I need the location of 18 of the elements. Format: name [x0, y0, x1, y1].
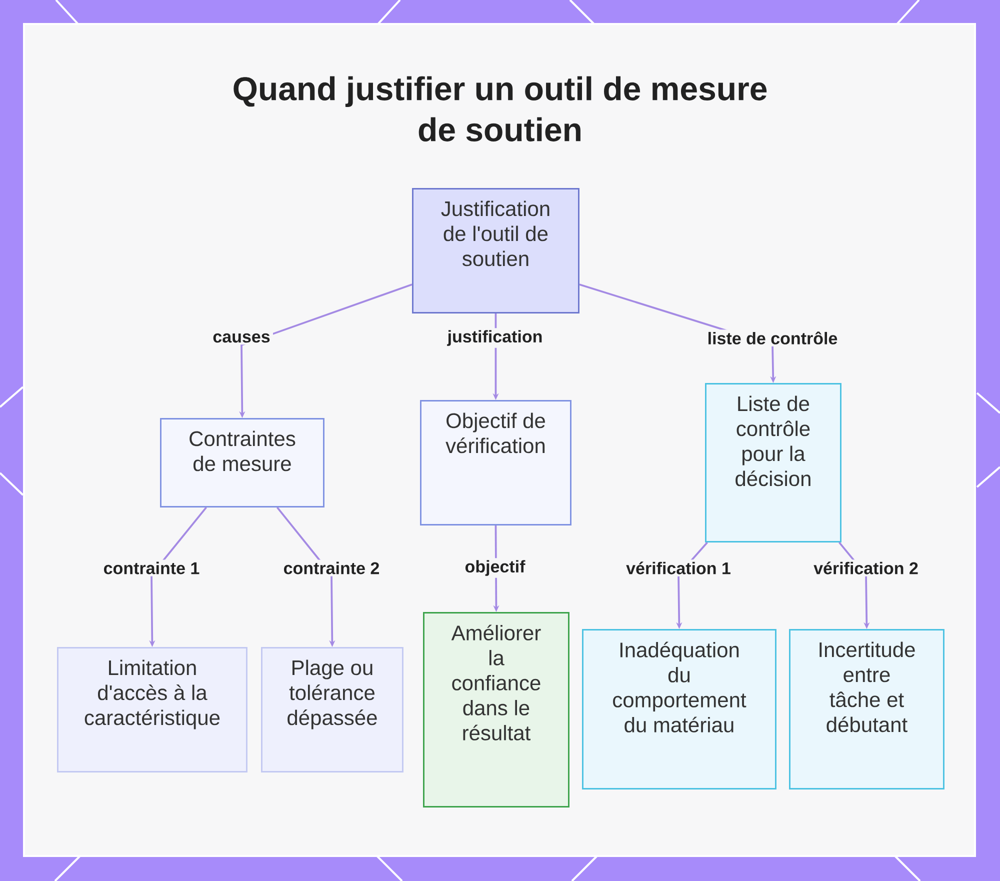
edge-label: contrainte 2 [280, 560, 382, 576]
concept-box: Limitation d'accès à la caractéristique [57, 647, 248, 772]
edge-label: objectif [462, 558, 528, 578]
edge-label: causes [210, 331, 273, 345]
concept-box: Inadéquation du comportement du matériau [582, 629, 776, 790]
concept-box: Incertitude entre tâche et débutant [789, 629, 944, 790]
concept-box: Justification de l'outil de soutien [412, 188, 580, 314]
concept-box: Contraintes de mesure [160, 418, 324, 508]
edge-label: justification [444, 328, 546, 348]
edge-label: vérification 2 [810, 560, 922, 576]
edge-label: contrainte 1 [100, 560, 202, 576]
concept-box: Objectif de vérification [420, 400, 572, 526]
edge-label: liste de contrôle [704, 330, 840, 346]
concept-box: Améliorer la confiance dans le résultat [423, 612, 570, 808]
edge-label: vérification 1 [623, 560, 734, 576]
concept-box: Liste de contrôle pour la décision [705, 383, 842, 542]
concept-box: Plage ou tolérance dépassée [261, 647, 404, 772]
title: Quand justifier un outil de mesure de soutien [234, 76, 767, 142]
